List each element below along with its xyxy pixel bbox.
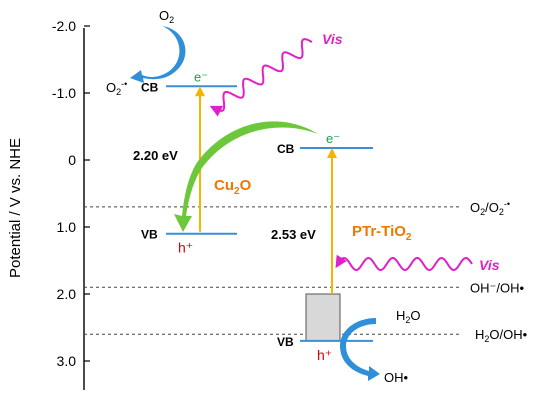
- ref-label-oh: OH⁻/OH•: [470, 280, 524, 295]
- cu2o-hole-label: h⁺: [178, 240, 193, 256]
- ptr-tio2-box: [305, 293, 341, 342]
- vis-light-wave-top: [209, 38, 313, 117]
- vis-light-wave-bottom: [335, 254, 473, 272]
- axis-tick-label: 2.0: [57, 286, 77, 302]
- o2-radical-label: O2-•: [106, 79, 127, 97]
- ptr-tio2-bandgap-label: 2.53 eV: [271, 227, 316, 242]
- ptr-tio2-electron-label: e⁻: [326, 131, 340, 146]
- axis-tick-label: 3.0: [57, 353, 77, 369]
- ref-label-h2o: H2O/OH•: [475, 327, 528, 344]
- h2o-oxidation-arrow: [340, 318, 380, 381]
- potential-axis: -2.0 -1.0 0 1.0 2.0 3.0 Potential / V vs. NHE: [7, 18, 90, 390]
- ref-label-o2: O2/O2-•: [470, 199, 510, 217]
- h2o-label: H2O: [396, 308, 421, 325]
- cu2o-cb-label: CB: [141, 80, 159, 94]
- electron-transfer-arrow: [174, 121, 318, 232]
- ptr-tio2-material-label: PTr-TiO2: [352, 223, 412, 243]
- ptr-tio2-cb-label: CB: [277, 142, 295, 156]
- ptr-tio2-hole-label: h⁺: [317, 347, 332, 363]
- cu2o-vb-label: VB: [141, 228, 158, 242]
- oh-radical-label: OH•: [384, 370, 409, 385]
- vis-label-top: Vis: [322, 31, 343, 47]
- axis-tick-label: 0: [68, 152, 76, 168]
- axis-label: Potential / V vs. NHE: [7, 138, 24, 278]
- axis-tick-label: 1.0: [57, 219, 77, 235]
- cu2o-electron-label: e⁻: [194, 69, 208, 84]
- cu2o-bandgap-label: 2.20 eV: [133, 148, 178, 163]
- reference-lines: O2/O2-• OH⁻/OH• H2O/OH•: [84, 199, 528, 344]
- o2-arrow-shape: [130, 26, 186, 83]
- axis-ticks: -2.0 -1.0 0 1.0 2.0 3.0: [52, 18, 90, 369]
- vis-label-bottom: Vis: [479, 257, 500, 273]
- axis-tick-label: -2.0: [52, 18, 76, 34]
- cu2o-bands: CB VB 2.20 eV e⁻ h⁺ Cu2O: [133, 69, 252, 255]
- ptr-tio2-bands: CB VB 2.53 eV e⁻ h⁺ PTr-TiO2: [271, 131, 412, 363]
- ptr-tio2-vb-label: VB: [277, 335, 294, 349]
- axis-tick-label: -1.0: [52, 85, 76, 101]
- o2-label: O2: [159, 8, 174, 25]
- o2-reduction-arrow: [130, 26, 186, 83]
- h2o-arrow-shape: [340, 318, 380, 381]
- cu2o-material-label: Cu2O: [214, 177, 252, 197]
